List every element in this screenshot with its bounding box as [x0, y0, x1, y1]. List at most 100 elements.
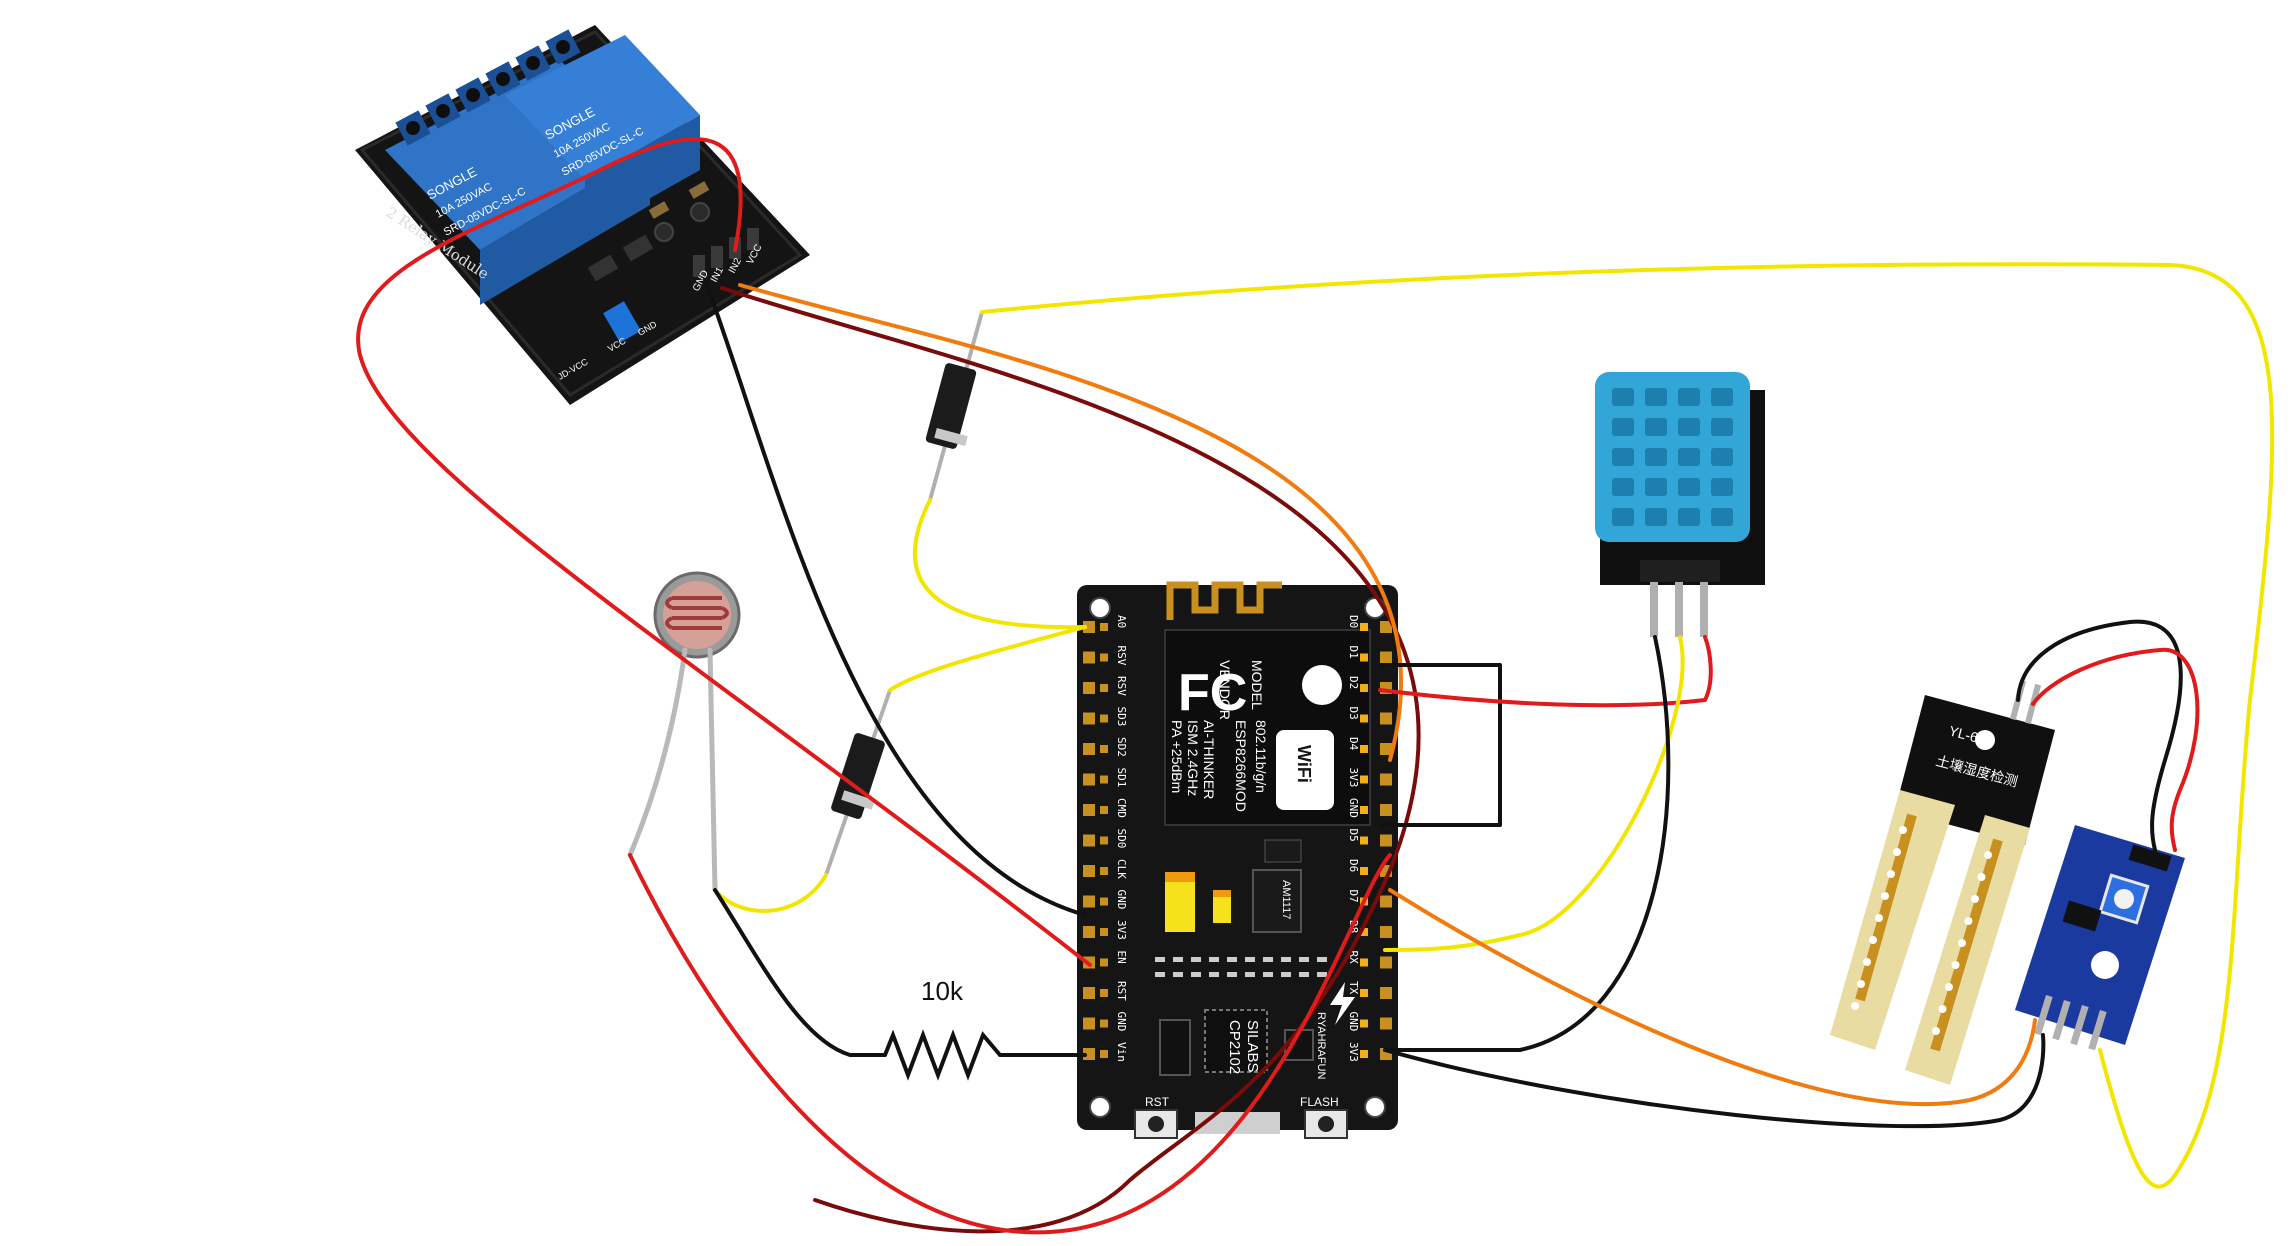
right-pin-pad — [1380, 743, 1392, 755]
inner-pad — [1360, 806, 1368, 814]
probe-pad — [1938, 1005, 1947, 1013]
dht-vent — [1711, 388, 1733, 406]
left-pin-label: SD1 — [1115, 768, 1128, 788]
usb-uart-chip — [1204, 1009, 1268, 1073]
inner-pad — [1100, 867, 1108, 875]
wire-dht-vcc — [1378, 635, 1713, 708]
left-pin-label: SD2 — [1115, 737, 1128, 757]
probe-pad — [1851, 1002, 1859, 1010]
inner-pad — [1360, 775, 1368, 784]
probe-pad — [1887, 870, 1895, 878]
wires — [356, 137, 2275, 1235]
left-pin-label: 3V3 — [1115, 920, 1128, 940]
right-pin-pad — [1380, 651, 1392, 664]
inner-pad — [1360, 928, 1368, 936]
probe-pad — [1958, 939, 1966, 947]
wire-a0-lower-diode — [888, 625, 1087, 692]
soil-sensor-board: YL-38 — [2015, 825, 2185, 1051]
probe-pad — [1857, 980, 1865, 988]
dht-vent — [1678, 388, 1700, 406]
relay-jumper — [603, 301, 641, 343]
nodemcu-board: FC WiFi MODEL ESP8266MOD VENDOR AI-THINK… — [1077, 581, 1398, 1139]
wire-probe-black — [2016, 619, 2183, 852]
inner-pad — [1100, 1019, 1108, 1028]
sensor-board-pcb — [2015, 825, 2185, 1045]
inner-pad — [1100, 1050, 1108, 1058]
dht11-pin-1 — [1650, 582, 1658, 637]
module-line-3: VENDOR — [1217, 660, 1233, 720]
inner-pad — [1360, 623, 1368, 631]
wifi-logo — [1276, 730, 1334, 810]
inner-pad — [1100, 989, 1108, 997]
board-side-text: RYAHRAFUN — [1315, 1012, 1327, 1079]
left-pin-label: GND — [1115, 1012, 1128, 1032]
dht-vent — [1711, 508, 1733, 526]
left-pin-label: Vin — [1115, 1042, 1128, 1062]
left-pin-pad — [1083, 651, 1095, 664]
module-line-7: 802.11b/g/n — [1253, 720, 1269, 793]
left-pin-label: CLK — [1115, 859, 1128, 879]
dht11-vents — [1612, 388, 1733, 526]
probe-pad — [1893, 848, 1901, 856]
dht-vent — [1612, 418, 1634, 436]
left-pin-pad — [1083, 834, 1095, 847]
right-pin-pad — [1380, 926, 1392, 938]
right-pin-label: D4 — [1347, 737, 1360, 751]
dht11-housing — [1595, 372, 1750, 542]
probe-pad — [1899, 826, 1907, 834]
rst-button[interactable] — [1134, 1109, 1178, 1139]
inner-pad — [1100, 684, 1108, 692]
wire-diode-a0 — [912, 498, 1087, 630]
inner-pad — [1100, 623, 1108, 631]
right-pin-label: D5 — [1347, 829, 1360, 842]
left-pin-pad — [1083, 682, 1095, 694]
right-pin-label: D3 — [1347, 707, 1360, 720]
right-pin-label: 3V3 — [1347, 768, 1360, 788]
flash-button[interactable] — [1304, 1109, 1348, 1139]
dht-vent — [1645, 448, 1667, 466]
left-pin-pad — [1083, 712, 1095, 725]
left-pin-label: A0 — [1115, 615, 1128, 628]
dht-vent — [1678, 478, 1700, 496]
left-pin-label: RSV — [1115, 646, 1128, 666]
wire-relay-in2 — [738, 283, 1404, 762]
probe-pad — [1951, 961, 1960, 969]
left-pin-pad — [1083, 895, 1095, 908]
module-line-4: AI-THINKER — [1201, 720, 1217, 799]
wire-dht-gnd — [1383, 635, 1671, 1052]
right-pin-label: D7 — [1347, 890, 1360, 903]
dht11-pin-3 — [1700, 582, 1708, 637]
usb-chip-brand: SILABS — [1244, 1020, 1261, 1073]
dht-vent — [1645, 508, 1667, 526]
probe-pad — [1881, 892, 1889, 900]
left-pin-label: SD0 — [1115, 829, 1128, 849]
capacitor-small — [1213, 895, 1231, 923]
right-pin-pad — [1380, 773, 1392, 786]
probe-pad — [1977, 873, 1986, 881]
right-pin-pad — [1380, 712, 1392, 725]
dht-vent — [1612, 448, 1634, 466]
wire-diode-ldr — [713, 873, 828, 913]
left-pin-pad — [1083, 987, 1095, 999]
flash-label: FLASH — [1300, 1095, 1339, 1109]
soil-moisture-probe: YL-69 土壤湿度检测 — [1830, 679, 2055, 1085]
left-pin-pad — [1083, 804, 1095, 816]
dht-vent — [1678, 508, 1700, 526]
left-pin-label: CMD — [1115, 798, 1128, 818]
left-pin-pad — [1083, 743, 1095, 755]
left-pin-pad — [1083, 926, 1095, 938]
antenna-trace — [1166, 581, 1282, 620]
fc-mark: FC — [1178, 664, 1247, 722]
inner-pad — [1100, 897, 1108, 906]
comparator-chip — [2062, 900, 2102, 932]
right-pin-label: D2 — [1347, 676, 1360, 689]
resistor-10k — [883, 1029, 1002, 1081]
inner-pad — [1100, 653, 1108, 662]
dht-vent — [1612, 388, 1634, 406]
right-pin-label: GND — [1347, 1012, 1360, 1032]
inner-pad — [1360, 836, 1368, 845]
right-pin-label: D0 — [1347, 615, 1360, 628]
diode-lower — [824, 689, 892, 876]
left-pin-label: SD3 — [1115, 707, 1128, 727]
